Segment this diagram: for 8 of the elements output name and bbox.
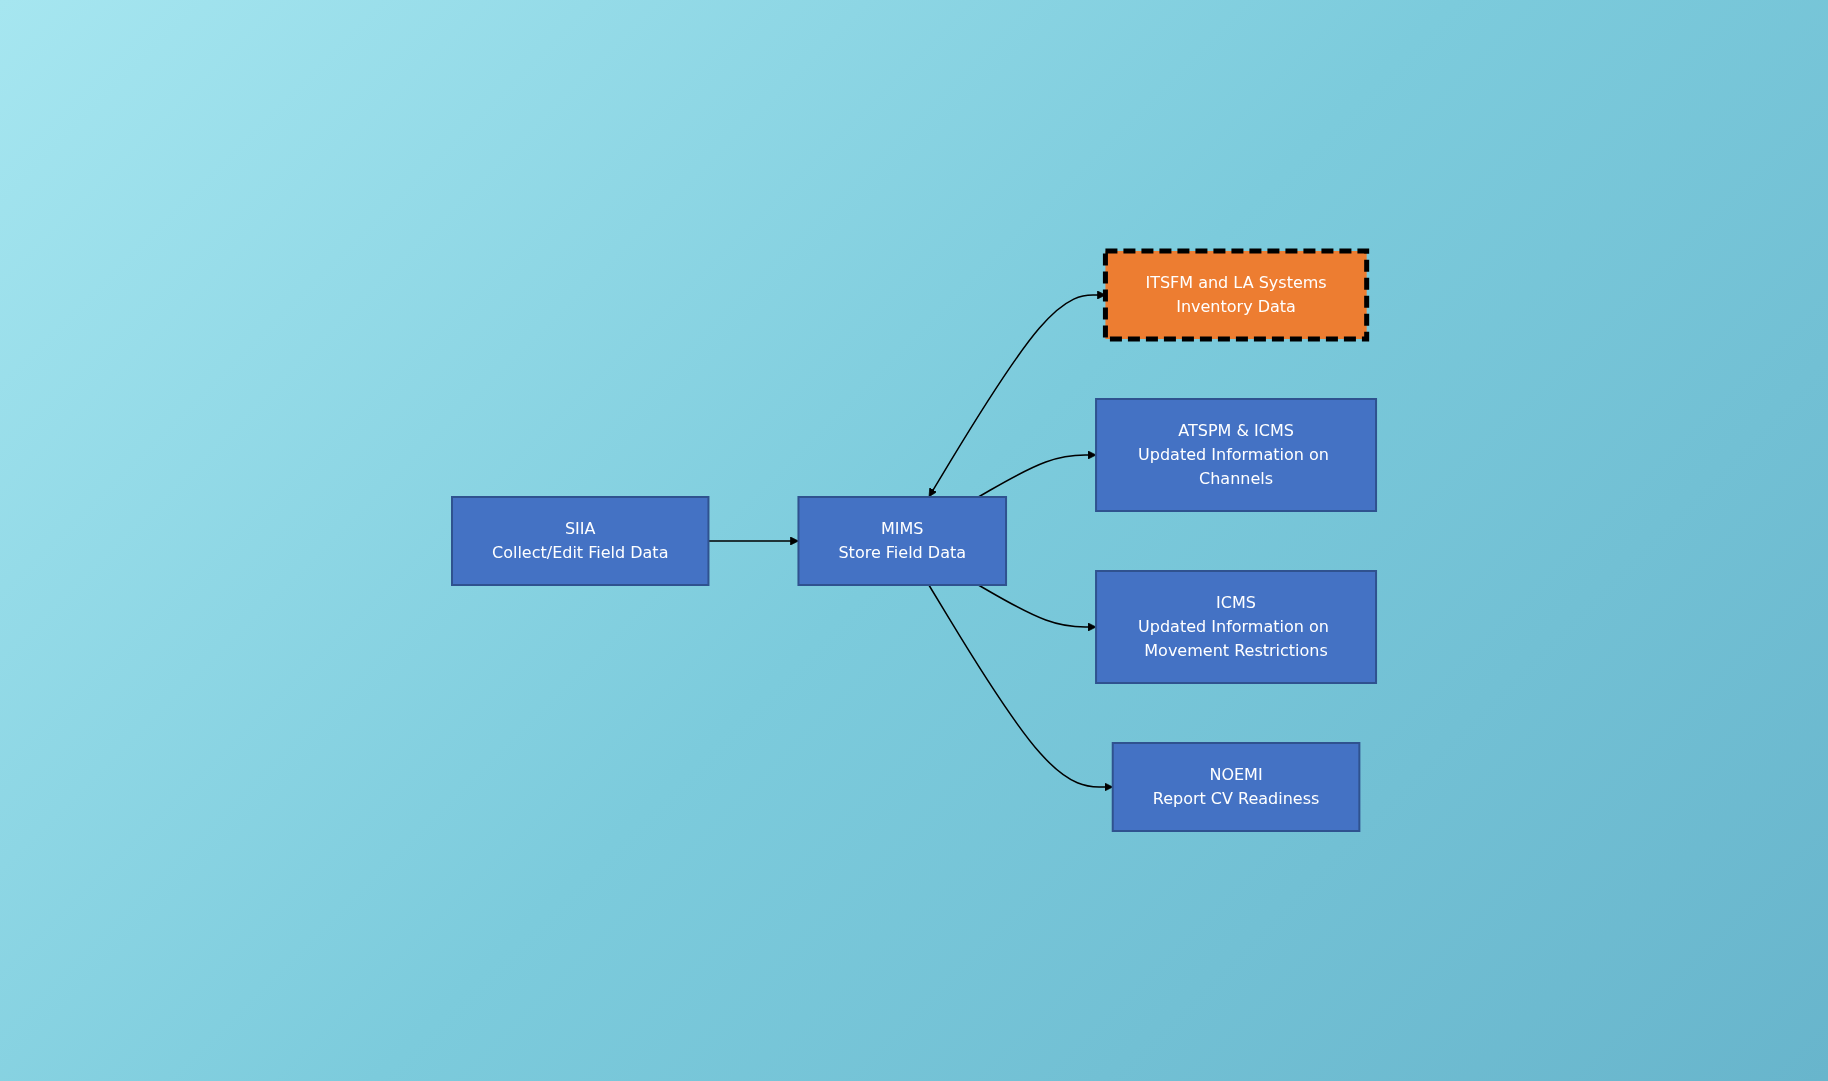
node-box: ICMS Updated Information on Movement Restrictions — [1095, 569, 1377, 684]
node-box: MIMS Store Field Data — [797, 495, 1007, 586]
node-box: NOEMI Report CV Readiness — [1111, 741, 1361, 832]
node-box: SIIA Collect/Edit Field Data — [450, 495, 710, 586]
arrow — [977, 583, 1097, 631]
node-box: ITSFM and LA Systems Inventory Data — [1102, 248, 1370, 341]
arrow — [977, 450, 1097, 498]
node-box: ATSPM & ICMS Updated Information on Channels — [1095, 397, 1377, 512]
